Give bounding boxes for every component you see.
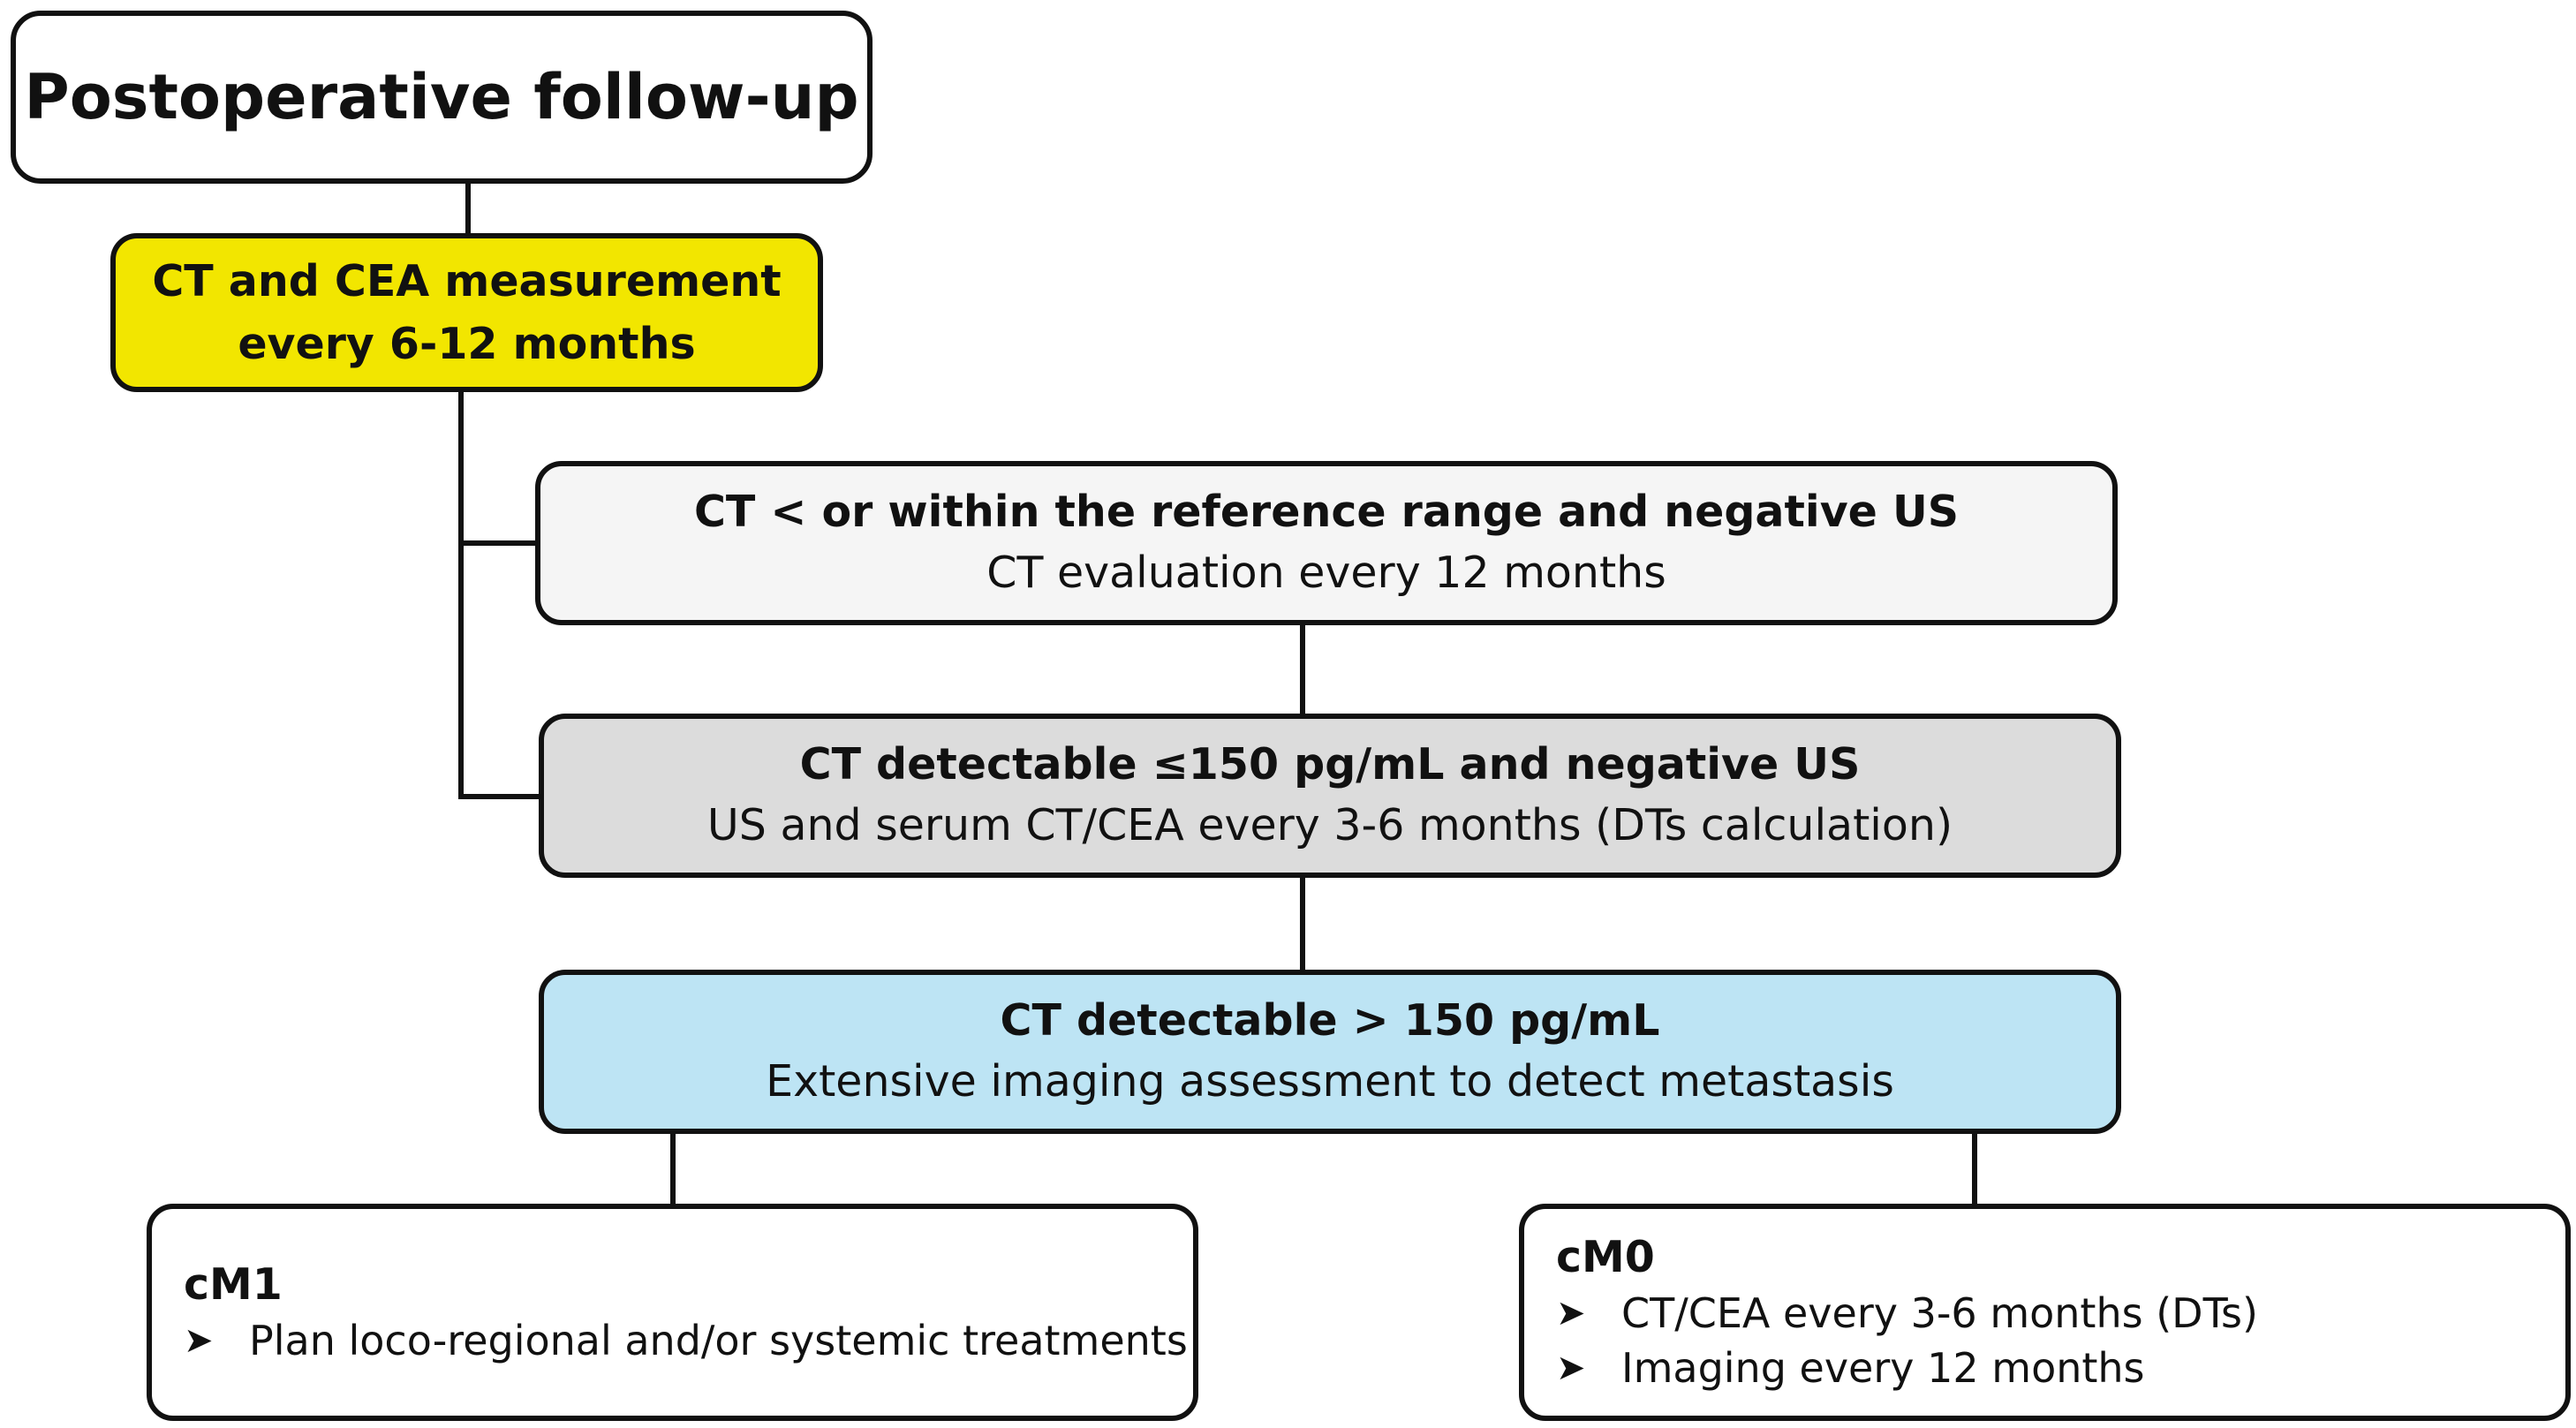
cm0-box: cM0 ➤ CT/CEA every 3-6 months (DTs) ➤ Im… bbox=[1519, 1204, 2571, 1421]
cm0-bullet-1: ➤ CT/CEA every 3-6 months (DTs) bbox=[1556, 1286, 2258, 1341]
detectable-high-box: CT detectable > 150 pg/mL Extensive imag… bbox=[539, 970, 2121, 1134]
ct-cea-line-1: CT and CEA measurement bbox=[152, 255, 782, 306]
cm0-bullet-2: ➤ Imaging every 12 months bbox=[1556, 1341, 2145, 1395]
detectable-low-heading: CT detectable ≤150 pg/mL and negative US bbox=[799, 739, 1861, 790]
reference-range-detail: CT evaluation every 12 months bbox=[986, 548, 1666, 598]
cm1-bullet-text: Plan loco-regional and/or systemic treat… bbox=[249, 1316, 1188, 1364]
cm1-heading: cM1 bbox=[184, 1259, 283, 1311]
detectable-high-heading: CT detectable > 150 pg/mL bbox=[1000, 995, 1660, 1046]
arrowhead-bullet-icon: ➤ bbox=[1556, 1347, 1586, 1388]
cm1-bullet: ➤ Plan loco-regional and/or systemic tre… bbox=[184, 1313, 1188, 1368]
detectable-low-detail: US and serum CT/CEA every 3-6 months (DT… bbox=[706, 800, 1953, 850]
cm0-bullet-1-text: CT/CEA every 3-6 months (DTs) bbox=[1621, 1288, 2258, 1337]
title-box: Postoperative follow-up bbox=[11, 11, 873, 184]
cm1-box: cM1 ➤ Plan loco-regional and/or systemic… bbox=[147, 1204, 1198, 1421]
detectable-low-box: CT detectable ≤150 pg/mL and negative US… bbox=[539, 714, 2121, 878]
ct-cea-line-2: every 6-12 months bbox=[238, 319, 696, 369]
ct-cea-measurement-box: CT and CEA measurement every 6-12 months bbox=[110, 233, 823, 392]
reference-range-box: CT < or within the reference range and n… bbox=[535, 461, 2118, 625]
arrowhead-bullet-icon: ➤ bbox=[1556, 1292, 1586, 1334]
reference-range-heading: CT < or within the reference range and n… bbox=[693, 487, 1960, 538]
arrowhead-bullet-icon: ➤ bbox=[184, 1319, 214, 1361]
detectable-high-detail: Extensive imaging assessment to detect m… bbox=[766, 1056, 1894, 1107]
connector-ct-cea-to-branches bbox=[458, 389, 540, 799]
cm0-heading: cM0 bbox=[1556, 1232, 1655, 1283]
diagram-title: Postoperative follow-up bbox=[24, 60, 859, 133]
cm0-bullet-2-text: Imaging every 12 months bbox=[1621, 1343, 2145, 1392]
